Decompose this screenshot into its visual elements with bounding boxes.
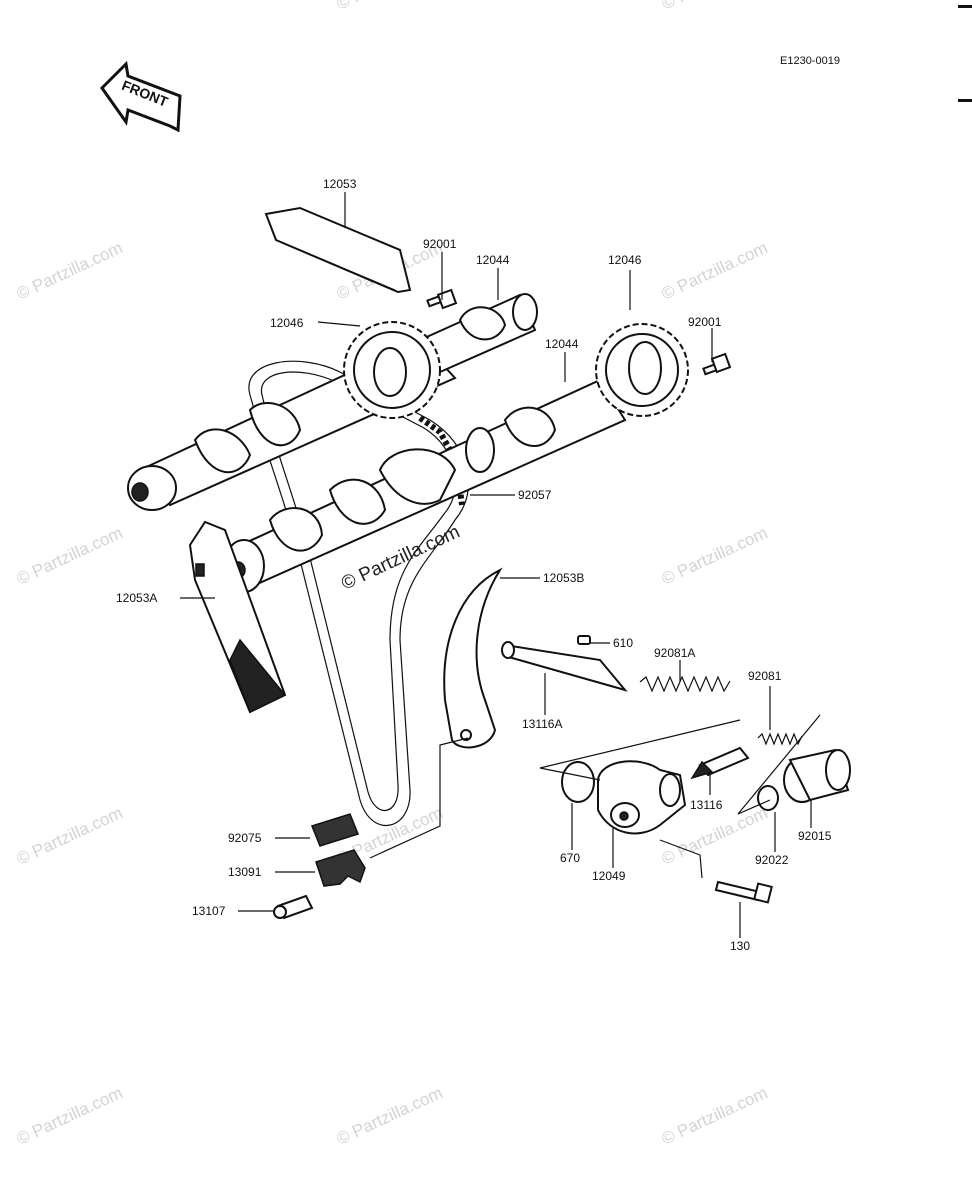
washer-92022-drawing — [757, 785, 779, 811]
tensioner-guide-drawing — [443, 567, 503, 749]
watermark: © Partzilla.com — [334, 0, 446, 14]
part-label[interactable]: 12053B — [543, 571, 584, 585]
pin-610-drawing — [577, 635, 591, 645]
spring-small-drawing — [757, 732, 803, 746]
watermark: © Partzilla.com — [14, 803, 126, 869]
rod-long-drawing — [501, 641, 628, 692]
assembly-lines — [369, 714, 821, 879]
edge-mark — [958, 99, 972, 102]
part-label[interactable]: 92022 — [755, 853, 789, 867]
part-label[interactable]: 12049 — [592, 869, 626, 883]
part-label[interactable]: 12046 — [270, 316, 304, 330]
front-arrow-icon: FRONT — [100, 60, 182, 133]
spring-large-drawing — [639, 675, 731, 693]
bolt-130-drawing — [714, 880, 773, 904]
watermark: © Partzilla.com — [659, 0, 771, 14]
part-label[interactable]: 12053A — [116, 591, 157, 605]
o-ring-670-drawing — [561, 761, 595, 803]
part-labels: 12053 92001 12044 12046 12046 92001 1204… — [116, 177, 832, 953]
part-label[interactable]: 92001 — [423, 237, 457, 251]
watermark: © Partzilla.com — [14, 238, 126, 304]
sprocket-right-drawing — [595, 323, 689, 417]
camshaft-rear-right-drawing — [418, 293, 538, 374]
damper-92075-drawing — [311, 813, 359, 847]
part-label[interactable]: 12046 — [608, 253, 642, 267]
part-label[interactable]: 13116 — [690, 798, 723, 812]
watermark: © Partzilla.com — [14, 523, 126, 589]
part-label[interactable]: 92081A — [654, 646, 695, 660]
watermark: © Partzilla.com — [659, 238, 771, 304]
sprocket-left-drawing — [343, 321, 441, 419]
rod-short-drawing — [690, 746, 750, 780]
watermark: © Partzilla.com — [659, 523, 771, 589]
diagram-code: E1230-0019 — [780, 55, 840, 67]
part-label[interactable]: 12053 — [323, 177, 357, 191]
part-label[interactable]: 13107 — [192, 904, 226, 918]
part-label[interactable]: 92057 — [518, 488, 552, 502]
part-label[interactable]: 12044 — [476, 253, 510, 267]
holder-13091-drawing — [315, 849, 366, 887]
part-label[interactable]: 670 — [560, 851, 580, 865]
watermark: © Partzilla.com — [659, 1083, 771, 1149]
part-label[interactable]: 92081 — [748, 669, 782, 683]
part-label[interactable]: 92001 — [688, 315, 722, 329]
bolt-right-drawing — [702, 352, 732, 376]
cap-nut-drawing — [783, 748, 851, 803]
leader-lines — [180, 192, 812, 938]
part-label[interactable]: 13091 — [228, 865, 262, 879]
part-label[interactable]: 130 — [730, 939, 750, 953]
part-label[interactable]: 92075 — [228, 831, 262, 845]
guide-left-drawing — [188, 520, 287, 714]
edge-mark — [958, 5, 972, 8]
part-label[interactable]: 610 — [613, 636, 633, 650]
pin-13107-drawing — [273, 894, 314, 920]
watermark: © Partzilla.com — [334, 1083, 446, 1149]
guide-top-drawing — [264, 206, 412, 294]
tensioner-body-drawing — [597, 760, 687, 835]
part-label[interactable]: 13116A — [522, 717, 562, 731]
camshaft-front-drawing — [223, 378, 627, 593]
part-label[interactable]: 92015 — [798, 829, 832, 843]
watermarks: © Partzilla.com © Partzilla.com © Partzi… — [14, 0, 771, 1149]
part-label[interactable]: 12044 — [545, 337, 579, 351]
watermark: © Partzilla.com — [14, 1083, 126, 1149]
